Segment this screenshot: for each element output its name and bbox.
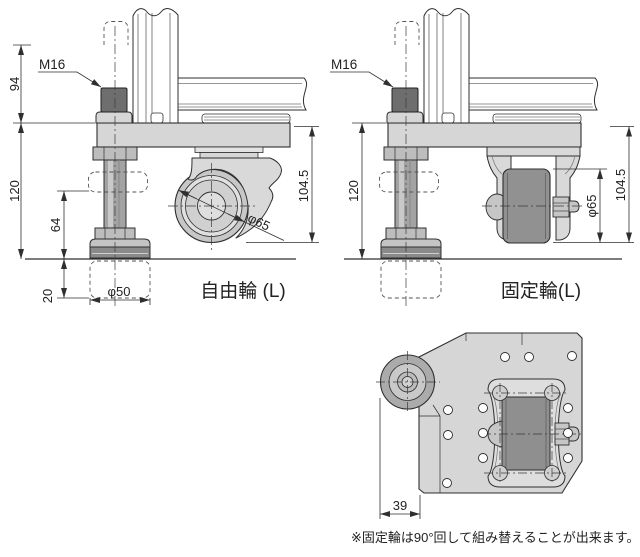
- dim-leg-height-label-left: 120: [7, 180, 22, 202]
- fixed-wheel-view-title: 固定輪(L): [501, 280, 581, 302]
- leveling-foot-bottom: [376, 351, 440, 414]
- footnote: ※固定輪は90°回して組み替えることが出来ます。: [351, 530, 639, 545]
- swivel-caster: [168, 146, 282, 252]
- dim-foot-stroke-label: 20: [40, 289, 55, 303]
- dim-caster-height-label-right: 104.5: [613, 169, 628, 202]
- dim-wheel-dia-label-right: φ65: [584, 195, 599, 218]
- dimension-lines-left: [13, 44, 319, 305]
- caster-flange-bottom: [482, 378, 584, 488]
- thread-label-right: M16: [331, 57, 357, 72]
- dim-stud-height-label: 94: [7, 77, 22, 91]
- bottom-detail-view: 39: [376, 332, 584, 519]
- swivel-housing: [187, 157, 282, 239]
- fixed-wheel-view: 120 φ65 104.5 M16 固定輪(L): [330, 8, 634, 307]
- free-wheel-view-title: 自由輪 (L): [200, 280, 286, 302]
- dim-leg-height-label-right: 120: [346, 180, 361, 202]
- dimension-lines-right: [330, 71, 634, 259]
- dim-foot-dia-label: φ50: [108, 284, 131, 299]
- dim-caster-height-label-left: 104.5: [296, 170, 311, 203]
- dim-39-lines: [379, 398, 421, 519]
- dim-foot-offset-label: 39: [393, 498, 407, 513]
- thread-label-left: M16: [39, 57, 65, 72]
- fixed-wheel-bottom: [501, 396, 551, 471]
- leveling-leg-assembly-left: [87, 8, 308, 307]
- fixed-caster: [482, 146, 585, 244]
- dim-adjust-height-label: 64: [48, 218, 63, 232]
- plate-holes: [442, 351, 577, 488]
- free-wheel-view: 94 120 64 20 φ50 φ65 104.5 M16 自由輪 (L): [7, 8, 319, 307]
